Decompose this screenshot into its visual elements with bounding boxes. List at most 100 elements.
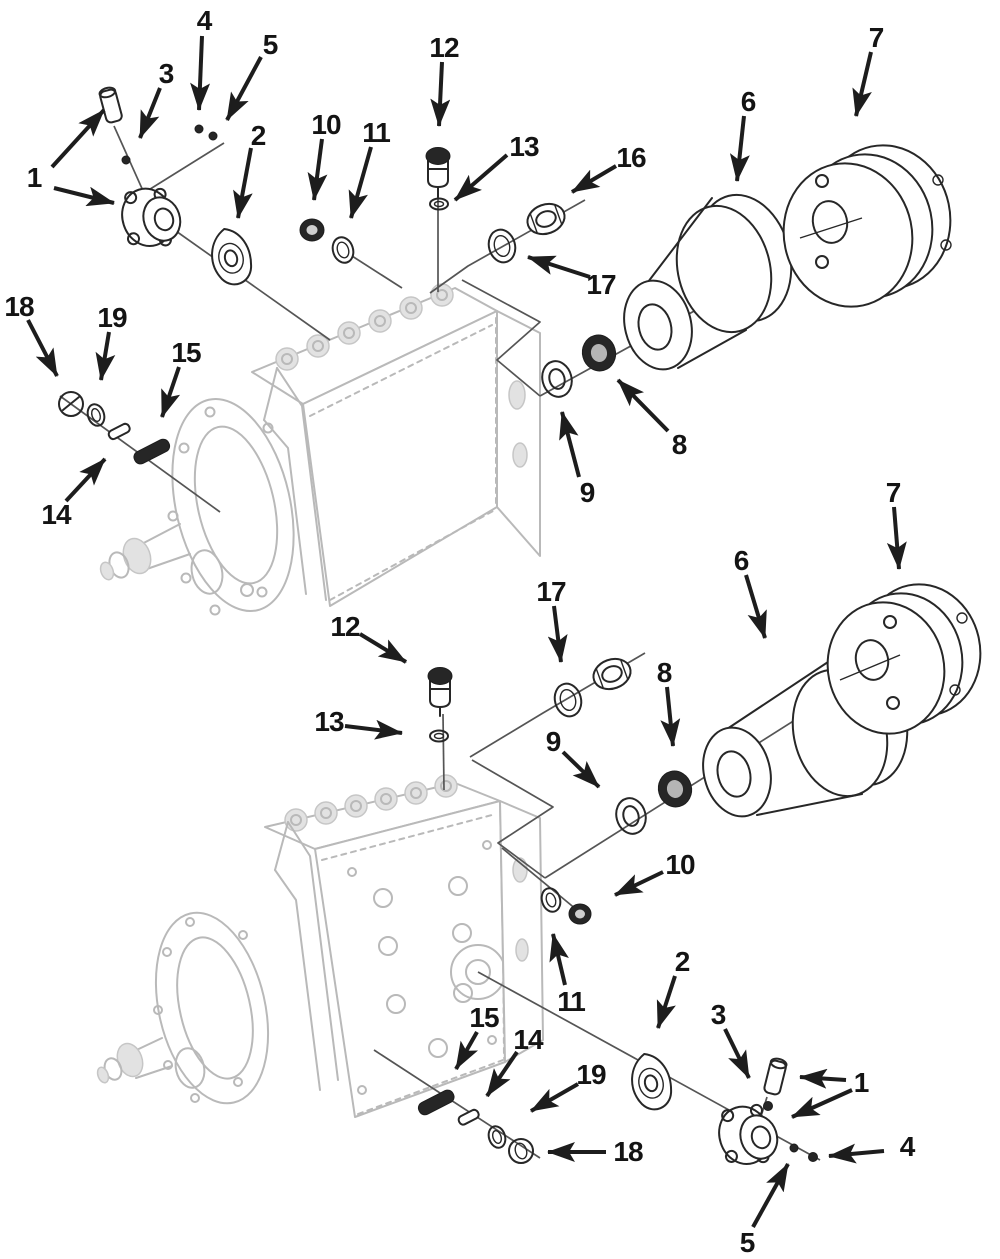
callout-arrow [50, 108, 106, 169]
callout-arrow [344, 719, 403, 740]
callout-upper-4: 4 [190, 5, 214, 111]
lower-ball-2 [789, 1143, 799, 1153]
lower-pump-body [96, 774, 544, 1118]
upper-fuel-valve-cylinder [98, 86, 123, 124]
upper-valve-washer [429, 197, 449, 211]
lower-parts [417, 583, 982, 1165]
upper-spacer-hub [623, 193, 793, 371]
lower-valve-washer [429, 729, 449, 743]
upper-small-nut [299, 218, 325, 242]
callout-arrow [430, 61, 451, 127]
callout-arrow [616, 378, 670, 433]
callout-label: 1 [27, 162, 42, 193]
callout-lower-12: 12 [330, 611, 408, 664]
callout-label: 10 [665, 849, 695, 880]
upper-valve-body-flange [121, 187, 182, 247]
callout-upper-2: 2 [233, 120, 267, 219]
callout-lower-5: 5 [740, 1163, 790, 1258]
callout-arrow [190, 35, 211, 111]
callout-upper-18: 18 [4, 291, 59, 377]
callout-label: 7 [869, 22, 884, 53]
callout-upper-14: 14 [41, 457, 107, 530]
callout-lower-4: 4 [828, 1131, 917, 1164]
callout-lower-3: 3 [711, 999, 751, 1079]
callout-upper-9: 9 [559, 411, 596, 508]
callout-label: 3 [711, 999, 726, 1030]
callout-label: 2 [251, 120, 266, 151]
callout-upper-6: 6 [729, 86, 757, 182]
callout-arrow [559, 411, 581, 478]
upper-ball-3 [208, 131, 218, 141]
callout-arrow [26, 319, 59, 377]
callout-label: 13 [314, 706, 344, 737]
upper-small-oring [331, 236, 355, 264]
callout-label: 15 [171, 337, 201, 368]
callout-lower-14: 14 [485, 1024, 545, 1098]
callout-arrow [561, 750, 601, 789]
callout-upper-3: 3 [138, 58, 175, 139]
callout-arrow [527, 255, 591, 279]
callout-label: 19 [97, 302, 127, 333]
callout-label: 5 [740, 1227, 755, 1258]
callout-lower-15: 15 [454, 1002, 500, 1070]
upper-dowel-pin [107, 422, 131, 441]
upper-spring-pin [133, 438, 171, 465]
lower-small-nut [568, 903, 592, 925]
callout-lower-8: 8 [657, 657, 681, 747]
callout-label: 9 [580, 477, 595, 508]
callout-lower-10: 10 [614, 849, 696, 897]
callout-arrow [453, 153, 509, 202]
callout-upper-12: 12 [429, 32, 460, 127]
callout-arrow [358, 632, 408, 664]
callout-arrow [160, 366, 181, 418]
callout-upper-19: 19 [95, 302, 128, 381]
lower-hex-fitting [592, 657, 632, 691]
callout-label: 15 [469, 1002, 499, 1033]
callout-label: 3 [159, 58, 174, 89]
upper-shaft-washer [541, 360, 573, 398]
callout-label: 11 [557, 986, 585, 1017]
lower-dowel-pin [457, 1108, 480, 1126]
callout-label: 17 [536, 576, 566, 607]
callout-label: 12 [429, 32, 459, 63]
callout-arrow [614, 870, 664, 897]
callout-arrow [95, 331, 116, 381]
upper-parts [58, 86, 952, 465]
callout-arrow [660, 686, 681, 747]
callout-upper-15: 15 [160, 337, 202, 418]
callout-label: 12 [330, 611, 360, 642]
upper-pump-body [99, 283, 541, 616]
callout-arrow [791, 1088, 853, 1119]
callout-arrow [485, 1050, 519, 1098]
lower-valve-body-flange [718, 1103, 779, 1165]
callout-upper-16: 16 [570, 142, 647, 194]
callout-lower-17: 17 [536, 576, 568, 663]
callout-lower-9: 9 [546, 726, 601, 789]
callout-arrow [530, 1082, 579, 1113]
callout-label: 6 [734, 545, 749, 576]
callout-arrow [723, 1028, 751, 1079]
callout-upper-10: 10 [307, 109, 342, 201]
callout-arrow [828, 1143, 885, 1164]
lower-plug-oring [487, 1125, 507, 1149]
callout-lower-1: 1 [791, 1067, 870, 1119]
callout-arrow [225, 56, 263, 121]
callout-label: 14 [513, 1024, 544, 1055]
callout-upper-17: 17 [527, 255, 617, 300]
lower-drive-coupling [826, 583, 982, 735]
callout-label: 13 [509, 131, 539, 162]
upper-hex-fitting [526, 202, 566, 236]
callout-arrow [799, 1068, 847, 1089]
callout-upper-13: 13 [453, 131, 540, 202]
callout-upper-7: 7 [852, 22, 885, 117]
callout-label: 5 [263, 29, 278, 60]
callout-arrow [348, 146, 373, 219]
lower-ball [763, 1101, 773, 1111]
callout-label: 4 [197, 5, 213, 36]
callout-label: 17 [586, 269, 616, 300]
lower-oring [553, 682, 583, 718]
callout-upper-5: 5 [225, 29, 279, 121]
lower-shaft-nut [657, 770, 693, 808]
